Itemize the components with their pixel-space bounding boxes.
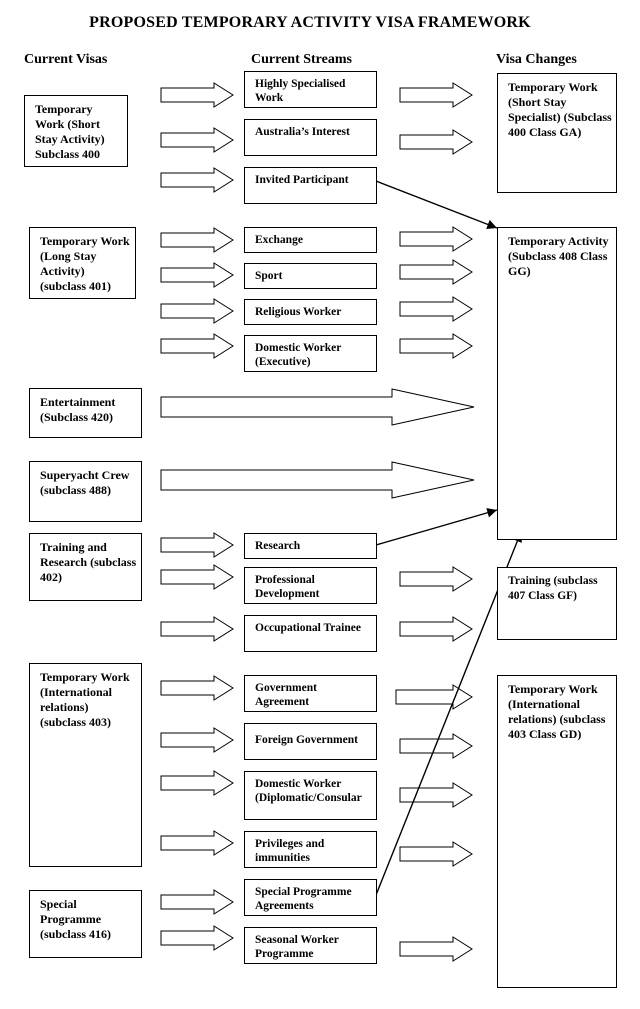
- stream-government-agreement: Government Agreement: [244, 675, 377, 712]
- line-arrow-special-to-408: [375, 531, 522, 896]
- stream-highly-specialised-work: Highly Specialised Work: [244, 71, 377, 108]
- block-arrow: [395, 684, 473, 710]
- stream-research: Research: [244, 533, 377, 559]
- visa-box-416: Special Programme (subclass 416): [29, 890, 142, 958]
- block-arrow: [160, 727, 234, 753]
- visa-box-401: Temporary Work (Long Stay Activity) (sub…: [29, 227, 136, 299]
- block-arrow: [160, 889, 234, 915]
- block-arrow: [160, 227, 234, 253]
- block-arrow: [160, 675, 234, 701]
- block-arrow: [399, 226, 473, 252]
- current-streams-header: Current Streams: [251, 52, 352, 67]
- stream-religious-worker: Religious Worker: [244, 299, 377, 325]
- stream-domestic-worker-executive: Domestic Worker (Executive): [244, 335, 377, 372]
- stream-professional-development: Professional Development: [244, 567, 377, 604]
- new-visa-400-ga: Temporary Work (Short Stay Specialist) (…: [497, 73, 617, 193]
- long-block-arrow: [160, 388, 475, 426]
- block-arrow: [160, 770, 234, 796]
- block-arrow: [399, 841, 473, 867]
- visa-box-400: Temporary Work (Short Stay Activity) Sub…: [24, 95, 128, 167]
- current-visas-header: Current Visas: [24, 52, 108, 67]
- stream-domestic-worker-diplomatic: Domestic Worker (Diplomatic/Consular: [244, 771, 377, 820]
- block-arrow: [399, 259, 473, 285]
- stream-sport: Sport: [244, 263, 377, 289]
- stream-foreign-government: Foreign Government: [244, 723, 377, 760]
- block-arrow: [399, 129, 473, 155]
- new-visa-407-gf: Training (subclass 407 Class GF): [497, 567, 617, 640]
- line-arrow-research-to-408: [375, 508, 498, 546]
- block-arrow: [160, 333, 234, 359]
- block-arrow: [399, 936, 473, 962]
- stream-privileges-immunities: Privileges and immunities: [244, 831, 377, 868]
- block-arrow: [160, 925, 234, 951]
- stream-australias-interest: Australia’s Interest: [244, 119, 377, 156]
- visa-box-402: Training and Research (subclass 402): [29, 533, 142, 601]
- new-visa-403-gd: Temporary Work (International relations)…: [497, 675, 617, 988]
- block-arrow: [160, 532, 234, 558]
- stream-invited-participant: Invited Participant: [244, 167, 377, 204]
- stream-special-programme-agreements: Special Programme Agreements: [244, 879, 377, 916]
- stream-occupational-trainee: Occupational Trainee: [244, 615, 377, 652]
- visa-box-403: Temporary Work (International relations)…: [29, 663, 142, 867]
- visa-changes-header: Visa Changes: [496, 52, 577, 67]
- block-arrow: [160, 82, 234, 108]
- block-arrow: [399, 616, 473, 642]
- stream-seasonal-worker-programme: Seasonal Worker Programme: [244, 927, 377, 964]
- page-title: PROPOSED TEMPORARY ACTIVITY VISA FRAMEWO…: [89, 14, 531, 31]
- block-arrow: [160, 127, 234, 153]
- block-arrow: [160, 298, 234, 324]
- line-arrow-invited-to-408: [375, 180, 498, 230]
- block-arrow: [399, 566, 473, 592]
- block-arrow: [399, 782, 473, 808]
- block-arrow: [399, 296, 473, 322]
- stream-exchange: Exchange: [244, 227, 377, 253]
- block-arrow: [399, 82, 473, 108]
- block-arrow: [399, 333, 473, 359]
- block-arrow: [160, 167, 234, 193]
- block-arrow: [160, 262, 234, 288]
- block-arrow: [160, 564, 234, 590]
- new-visa-408-gg: Temporary Activity (Subclass 408 Class G…: [497, 227, 617, 540]
- block-arrow: [160, 616, 234, 642]
- block-arrow: [160, 830, 234, 856]
- visa-box-488: Superyacht Crew (subclass 488): [29, 461, 142, 522]
- long-block-arrow: [160, 461, 475, 499]
- visa-box-420: Entertainment (Subclass 420): [29, 388, 142, 438]
